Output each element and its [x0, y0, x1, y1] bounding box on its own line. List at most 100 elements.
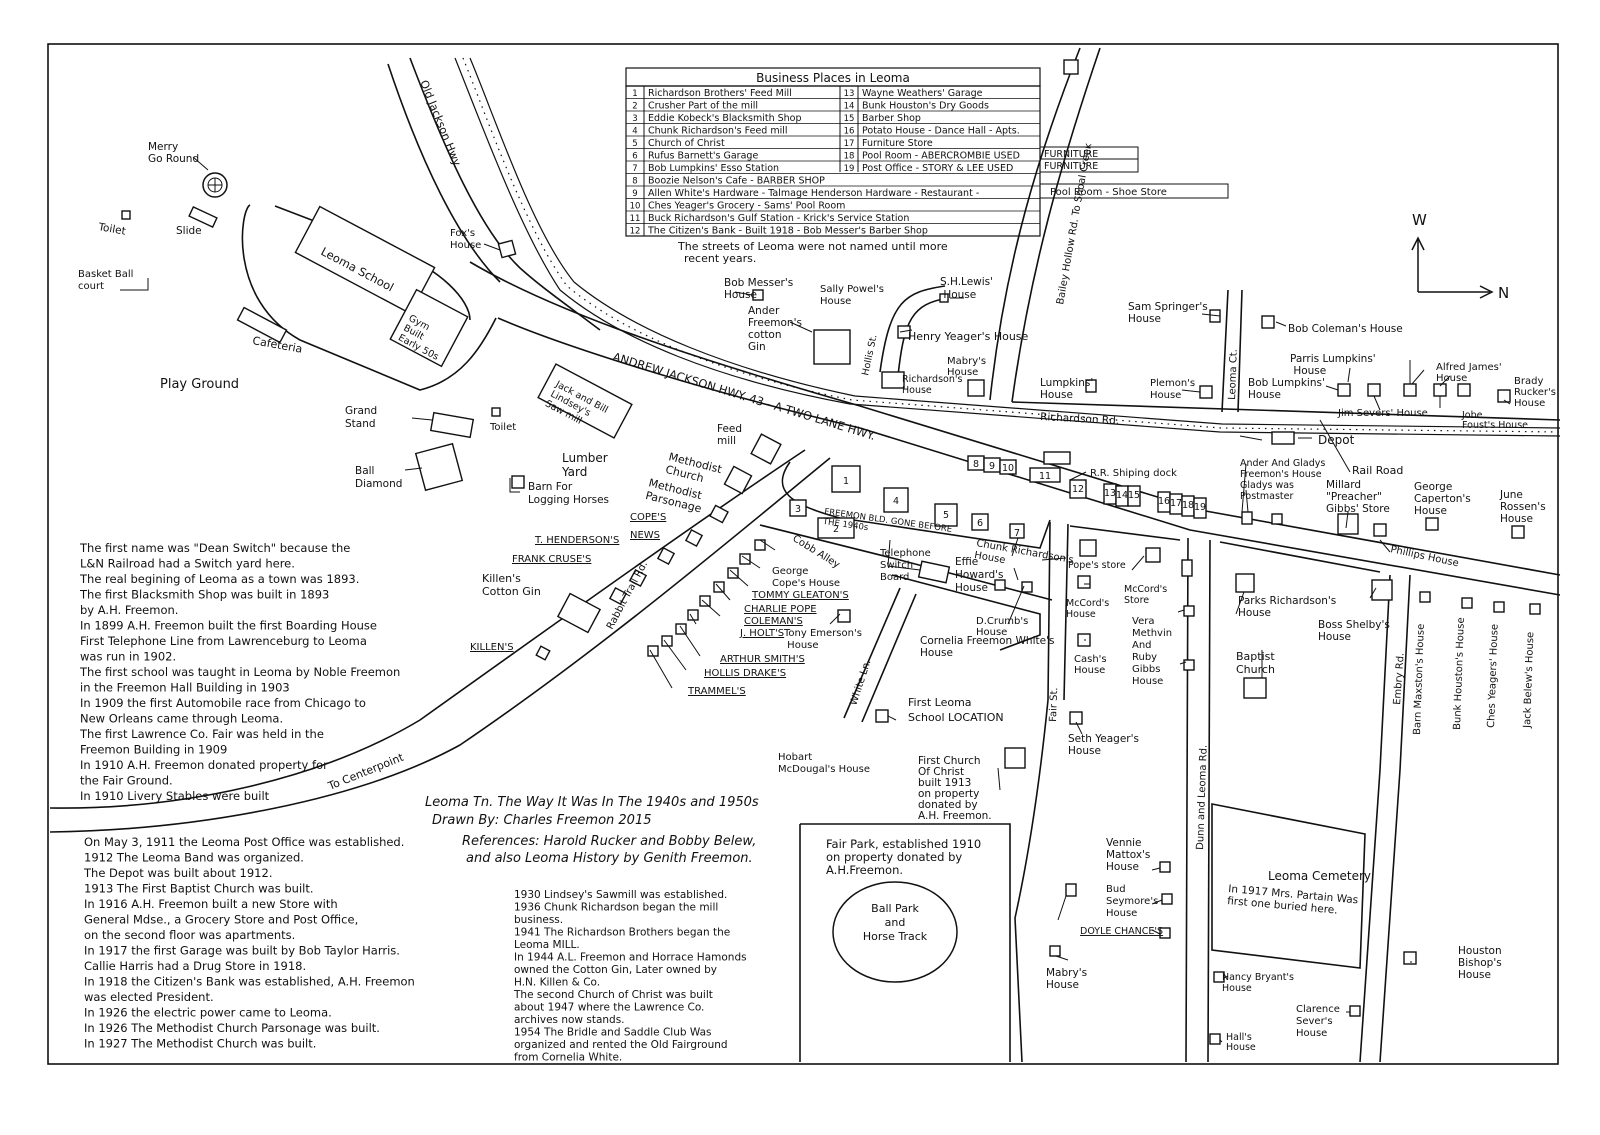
- history-middle-line: about 1947 where the Lawrence Co.: [514, 1002, 704, 1014]
- building-number: 10: [1002, 463, 1014, 474]
- bt-num: 18: [844, 152, 855, 162]
- building-number: 19: [1194, 502, 1206, 513]
- history-middle-line: 1941 The Richardson Brothers began the: [514, 927, 730, 939]
- roads: [49, 47, 1561, 1063]
- bob-lumpkins: Bob Lumpkins'House: [1248, 377, 1325, 401]
- barn-maxston: Barn Maxston's House: [1412, 624, 1427, 736]
- history-middle-line: from Cornelia White.: [514, 1052, 622, 1064]
- j-holt: J. HOLT'S: [739, 628, 784, 639]
- bt-name: Richardson Brothers' Feed Mill: [648, 88, 792, 99]
- bt-name: Ches Yeager's Grocery - Sams' Pool Room: [648, 201, 845, 212]
- millard-gibbs: Millard"Preacher"Gibbs' Store: [1326, 479, 1390, 515]
- compass-w: W: [1412, 211, 1427, 229]
- history-middle-line: owned the Cotton Gin, Later owned by: [514, 964, 717, 976]
- frank-cruse: FRANK CRUSE'S: [512, 554, 591, 565]
- building-number: 4: [893, 496, 899, 507]
- bt-num: 3: [632, 114, 637, 124]
- jack-belew: Jack Belew's House: [1522, 632, 1536, 729]
- history-bottom-line: on the second floor was apartments.: [84, 928, 295, 942]
- title-line4: and also Leoma History by Genith Freemon…: [466, 851, 753, 866]
- building-number: 1: [843, 476, 849, 487]
- history-bottom-line: In 1918 the Citizen's Bank was establish…: [84, 975, 415, 989]
- s-h-lewis: S.H.Lewis' House: [940, 276, 993, 301]
- history-bottom-line: In 1917 the first Garage was built by Bo…: [84, 944, 400, 958]
- history-middle-line: business.: [514, 914, 563, 926]
- title-block: Leoma Tn. The Way It Was In The 1940s an…: [425, 795, 759, 866]
- bt-num: 7: [632, 164, 637, 174]
- building-number: 12: [1072, 484, 1084, 495]
- map-border: [47, 43, 1559, 1065]
- copes: COPE'S: [630, 512, 666, 523]
- bt-num: 19: [844, 164, 855, 174]
- bob-coleman: Bob Coleman's House: [1288, 323, 1403, 335]
- bt-name: Furniture Store: [862, 138, 933, 149]
- toilet-1: Toilet: [96, 221, 126, 238]
- history-bottom-line: In 1926 the electric power came to Leoma…: [84, 1006, 332, 1020]
- history-bottom-line: 1912 The Leoma Band was organized.: [84, 851, 304, 865]
- bt-num: 9: [632, 189, 637, 199]
- partain-note: In 1917 Mrs. Partain Wasfirst one buried…: [1227, 883, 1359, 918]
- bt-num: 2: [632, 102, 637, 112]
- bt-num: 17: [844, 139, 855, 149]
- history-bottom-line: In 1927 The Methodist Church was built.: [84, 1037, 316, 1051]
- popes-store: Pope's store: [1068, 560, 1126, 571]
- jim-severs: Jim Severs' House: [1337, 408, 1428, 419]
- history-left-line: was run in 1902.: [80, 650, 176, 664]
- toilet-2: Toilet: [489, 422, 516, 433]
- railroad: [454, 57, 1561, 437]
- bt-num: 16: [844, 127, 855, 137]
- bt-num: 10: [630, 202, 641, 212]
- bt-name: Potato House - Dance Hall - Apts.: [862, 126, 1020, 137]
- history-left-line: the Fair Ground.: [80, 774, 173, 788]
- bt-num: 8: [632, 177, 637, 187]
- slide: Slide: [176, 225, 202, 237]
- bunk-houston: Bunk Houston's House: [1452, 617, 1467, 730]
- history-middle-line: The second Church of Christ was built: [513, 989, 713, 1001]
- building-number: 14: [1116, 490, 1128, 501]
- history-middle-line: 1930 Lindsey's Sawmill was established.: [514, 889, 727, 901]
- tony-emerson: Tony Emerson's House: [783, 628, 862, 651]
- doyle-chance: DOYLE CHANCE'S: [1080, 926, 1163, 937]
- building-number: 16: [1158, 496, 1170, 507]
- building-number: 15: [1128, 490, 1140, 501]
- arthur-smith: ARTHUR SMITH'S: [720, 654, 805, 665]
- bt-name: Allen White's Hardware - Talmage Henders…: [648, 188, 979, 199]
- compass-n: N: [1498, 284, 1509, 302]
- history-bottom: On May 3, 1911 the Leoma Post Office was…: [83, 835, 415, 1051]
- history-bottom-line: In 1916 A.H. Freemon built a new Store w…: [84, 897, 338, 911]
- bt-name: Pool Room - ABERCROMBIE USED: [862, 151, 1020, 162]
- history-left: The first name was "Dean Switch" because…: [79, 541, 400, 803]
- alfred-james: Alfred James'House: [1436, 362, 1502, 384]
- building-number: 13: [1104, 488, 1116, 499]
- history-left-line: The first Lawrence Co. Fair was held in …: [79, 727, 324, 741]
- bt-name: Wayne Weathers' Garage: [862, 88, 983, 99]
- rr-dock: R.R. Shiping dock: [1090, 468, 1177, 479]
